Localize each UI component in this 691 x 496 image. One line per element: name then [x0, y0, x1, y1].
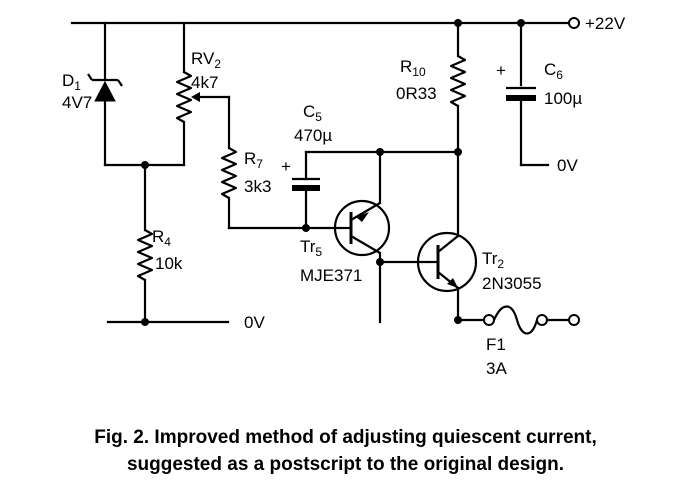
- rv2-value: 4k7: [191, 73, 218, 92]
- c6-label: C6: [544, 60, 563, 82]
- c6-plus: +: [496, 61, 506, 80]
- c5-label: C5: [303, 102, 322, 124]
- caption-line-1: Fig. 2. Improved method of adjusting qui…: [94, 427, 597, 448]
- transistor-tr5: [333, 150, 391, 324]
- tr2-part: 2N3055: [482, 274, 542, 293]
- junction-dot: [454, 19, 462, 27]
- r7-value: 3k3: [244, 177, 271, 196]
- tr2-label: Tr2: [482, 249, 504, 271]
- figure-caption: Fig. 2. Improved method of adjusting qui…: [0, 424, 691, 478]
- d1-value: 4V7: [62, 93, 92, 112]
- caption-line-2: suggested as a postscript to the origina…: [126, 454, 565, 475]
- r4-value: 10k: [155, 254, 183, 273]
- c5-value: 470µ: [294, 126, 332, 145]
- junction-dot: [141, 318, 149, 326]
- resistor-r10: [449, 21, 467, 154]
- potentiometer-rv2: [175, 21, 231, 167]
- supply-voltage-label: +22V: [585, 14, 626, 33]
- junction-dot: [517, 19, 525, 27]
- resistor-r7: [220, 147, 238, 230]
- c6-value: 100µ: [544, 89, 582, 108]
- c6-ground-label: 0V: [557, 156, 578, 175]
- tr5-part: MJE371: [300, 266, 362, 285]
- capacitor-c6: [506, 21, 550, 167]
- d1-label: D1: [62, 71, 81, 93]
- zener-diode-d1: [87, 21, 123, 167]
- output-terminal: [568, 314, 580, 326]
- f1-value: 3A: [486, 359, 507, 378]
- rv2-label: RV2: [191, 49, 221, 71]
- r7-label: R7: [244, 149, 263, 171]
- c5-plus: +: [281, 157, 291, 176]
- ground-label-left: 0V: [244, 313, 265, 332]
- r4-label: R4: [152, 227, 171, 249]
- r10-label: R10: [400, 57, 426, 79]
- capacitor-c5: [292, 150, 320, 230]
- resistor-r4: [136, 163, 154, 324]
- supply-terminal: [568, 17, 580, 29]
- tr5-label: Tr5: [300, 237, 322, 259]
- transistor-tr2: [378, 150, 478, 322]
- r10-value: 0R33: [396, 84, 437, 103]
- circuit-schematic: +22V D1 4V7 RV2 4k7 R7 3k3 R4 10k C5 470…: [62, 14, 626, 378]
- f1-label: F1: [486, 335, 506, 354]
- fuse-f1: [492, 305, 539, 335]
